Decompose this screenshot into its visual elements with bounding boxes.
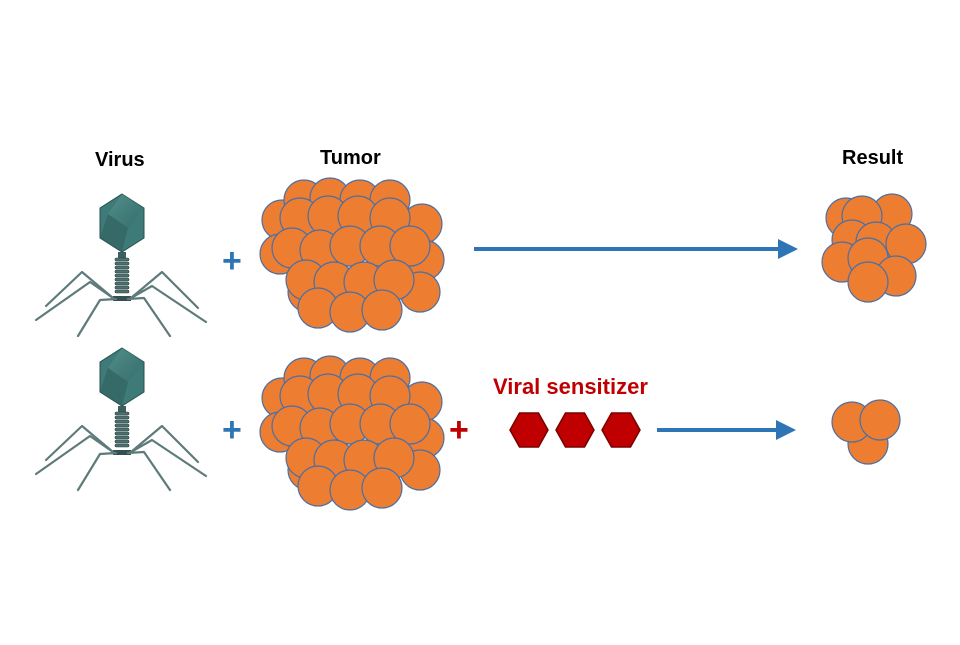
plus-sign-sensitizer: + xyxy=(449,411,469,449)
hexagon-molecule-icon xyxy=(555,412,595,448)
tumor-cluster-row1 xyxy=(259,177,445,333)
virus-icon xyxy=(34,193,208,338)
result-cluster-row1 xyxy=(821,193,927,303)
bacteriophage-icon xyxy=(34,193,208,338)
tumor-cell xyxy=(361,467,403,509)
virus-tail-ring xyxy=(114,289,130,294)
tumor-header: Tumor xyxy=(320,147,381,169)
virus-tail-fiber xyxy=(129,270,200,310)
result-cluster-row2 xyxy=(831,399,901,465)
virus-tail-ring xyxy=(114,273,130,278)
virus-tail-ring xyxy=(114,411,130,416)
hexagon-molecule-icon xyxy=(601,412,641,448)
virus-tail-fiber xyxy=(34,280,115,322)
virus-tail-fiber xyxy=(129,424,200,464)
virus-facet xyxy=(108,194,144,228)
virus-tail-fiber xyxy=(76,297,118,338)
virus-tail-ring xyxy=(114,419,130,424)
virus-tail-ring xyxy=(114,431,130,436)
hexagon-molecule-icon xyxy=(509,412,549,448)
arrow-row2 xyxy=(657,420,796,440)
sensitizer-molecules xyxy=(509,412,641,448)
virus-tail-ring xyxy=(114,415,130,420)
virus-tail-fiber xyxy=(44,270,115,308)
plus-sign-row1: + xyxy=(222,242,242,280)
arrow-head xyxy=(778,239,798,259)
virus-tail-fiber xyxy=(76,451,118,492)
result-header: Result xyxy=(842,147,904,169)
virus-neck xyxy=(118,406,126,412)
virus-header: Virus xyxy=(95,149,145,171)
virus-tail-ring xyxy=(114,265,130,270)
plus-sign-row2: + xyxy=(222,411,242,449)
virus-tail-fiber xyxy=(126,296,172,338)
tumor-cell xyxy=(389,225,431,267)
arrow-row1 xyxy=(474,239,798,259)
virus-tail-ring xyxy=(114,443,130,448)
virus-tail-ring xyxy=(114,257,130,262)
tumor-cluster-row2 xyxy=(259,355,445,511)
tumor-cell xyxy=(361,289,403,331)
virus-tail-ring xyxy=(114,269,130,274)
virus-baseplate xyxy=(113,296,131,301)
virus-tail-ring xyxy=(114,285,130,290)
viral-sensitizer-label: Viral sensitizer xyxy=(493,374,648,399)
virus-tail-fiber xyxy=(129,438,208,478)
virus-tail-fiber xyxy=(44,424,115,462)
virus-tail-ring xyxy=(114,427,130,432)
virus-facet xyxy=(108,348,144,382)
virus-tail-fiber xyxy=(126,450,172,492)
result-cell xyxy=(859,399,901,441)
virus-tail-ring xyxy=(114,281,130,286)
bacteriophage-icon xyxy=(34,347,208,492)
virus-tail-ring xyxy=(114,435,130,440)
virus-icon xyxy=(34,347,208,492)
virus-tail-fiber xyxy=(34,434,115,476)
arrow-head xyxy=(776,420,796,440)
virus-tail-ring xyxy=(114,423,130,428)
virus-facet xyxy=(100,368,128,406)
virus-neck xyxy=(118,252,126,258)
virus-tail-ring xyxy=(114,439,130,444)
virus-facet xyxy=(100,214,128,252)
virus-baseplate xyxy=(113,450,131,455)
virus-tail-ring xyxy=(114,261,130,266)
virus-tail-fiber xyxy=(129,284,208,324)
tumor-cell xyxy=(389,403,431,445)
virus-tail-ring xyxy=(114,277,130,282)
result-cell xyxy=(847,261,889,303)
